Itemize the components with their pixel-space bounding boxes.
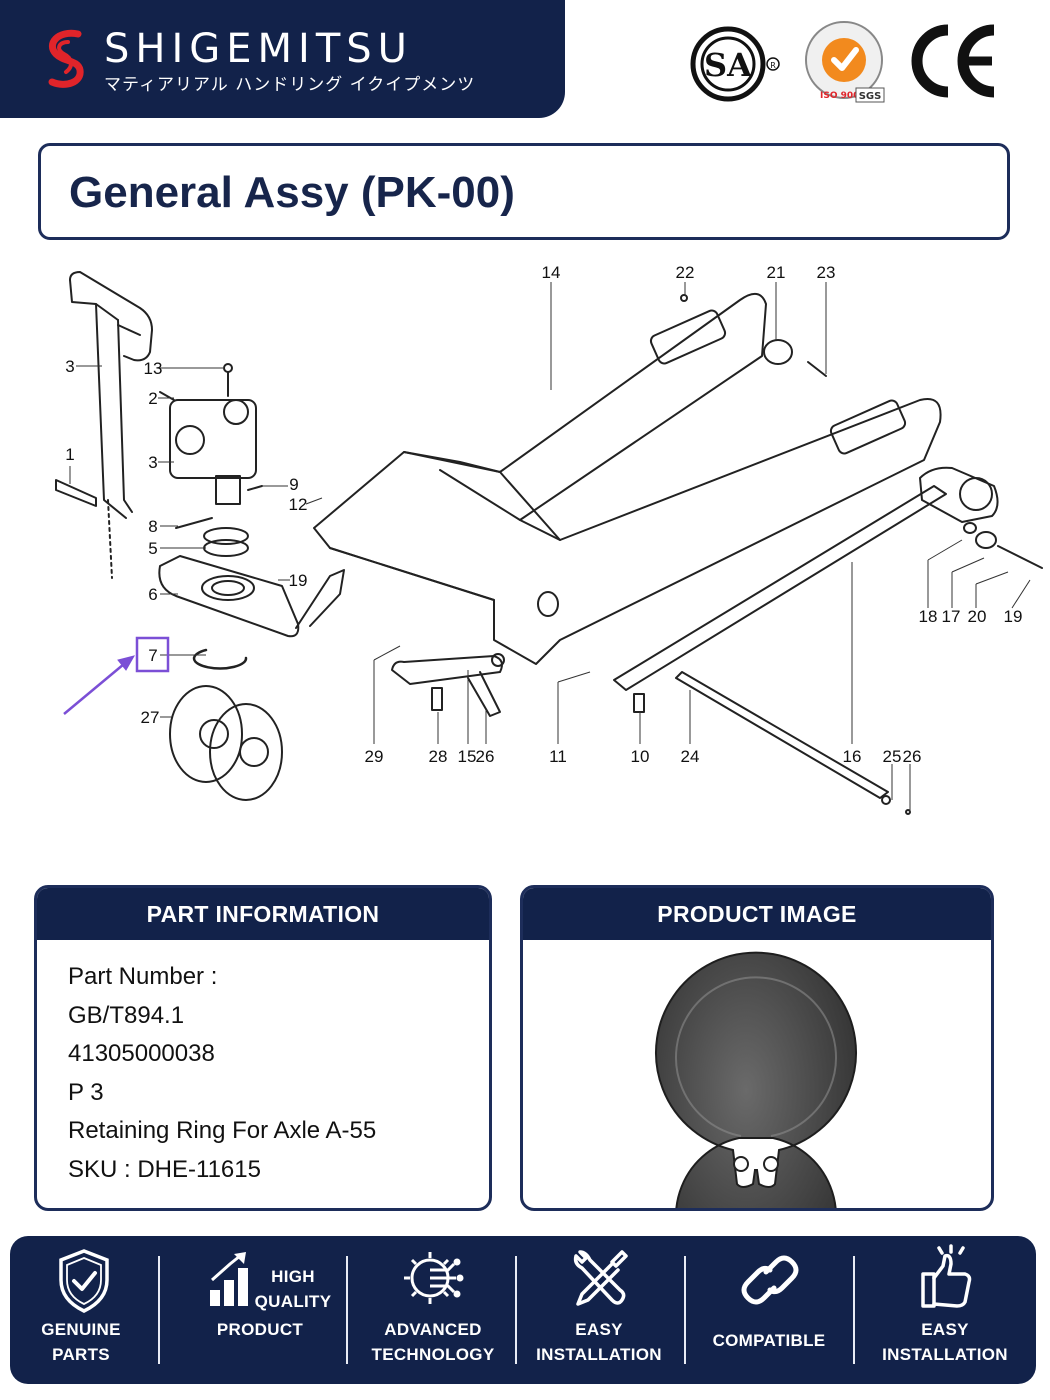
- callout-1: 1: [65, 445, 74, 464]
- feature-compatible: COMPATIBLE: [692, 1236, 846, 1384]
- callout-21: 21: [767, 263, 786, 282]
- callout-19b: 19: [1004, 607, 1023, 626]
- callout-22: 22: [676, 263, 695, 282]
- sgs-text: SGS: [859, 91, 882, 102]
- page-title: General Assy (PK-00): [69, 168, 515, 217]
- feature-quality-line1: HIGH: [271, 1267, 315, 1286]
- bar-chart-up-icon: [210, 1252, 248, 1306]
- feature-install-line2: INSTALLATION: [536, 1345, 662, 1364]
- feature-divider: [346, 1256, 348, 1364]
- brand-subtitle: マティアリアル ハンドリング イクイプメンツ: [104, 75, 476, 95]
- highlight-arrow: [63, 655, 136, 715]
- feature-genuine-line1: GENUINE: [41, 1320, 121, 1339]
- brand-logo-icon: [48, 29, 84, 88]
- feature-quality-line2: QUALITY: [254, 1292, 332, 1311]
- callout-2: 2: [148, 389, 157, 408]
- highlight-box: [135, 636, 170, 673]
- callout-6: 6: [148, 585, 157, 604]
- callout-3: 3: [65, 357, 74, 376]
- callout-27: 27: [141, 708, 160, 727]
- feature-advanced-technology: ADVANCED TECHNOLOGY: [354, 1236, 512, 1384]
- feature-easy-installation-tools: EASY INSTALLATION: [522, 1236, 676, 1384]
- product-image-heading: PRODUCT IMAGE: [523, 888, 991, 940]
- feature-quality-line3: PRODUCT: [216, 1320, 304, 1339]
- gear-circuit-icon: [404, 1252, 464, 1304]
- csa-certification-icon: SA R: [690, 26, 780, 102]
- callout-3b: 3: [148, 453, 157, 472]
- feature-divider: [853, 1256, 855, 1364]
- callout-8: 8: [148, 517, 157, 536]
- callout-15: 15: [458, 747, 477, 766]
- part-information-panel: PART INFORMATION Part Number : GB/T894.1…: [34, 885, 492, 1211]
- retaining-ring-icon: [655, 951, 857, 1208]
- callout-20: 20: [968, 607, 987, 626]
- part-code: 41305000038: [68, 1040, 215, 1067]
- feature-high-quality-product: HIGH QUALITY PRODUCT: [180, 1236, 340, 1384]
- feature-divider: [515, 1256, 517, 1364]
- iso-9001-sgs-certification-icon: ISO 9001 SGS: [805, 21, 885, 103]
- part-page: P 3: [68, 1078, 104, 1106]
- part-description: Retaining Ring For Axle A-55: [68, 1117, 377, 1144]
- title-box: General Assy (PK-00): [38, 143, 1010, 240]
- part-information-heading: PART INFORMATION: [37, 888, 489, 940]
- feature-compatible-line1: COMPATIBLE: [712, 1331, 826, 1350]
- feature-tech-line2: TECHNOLOGY: [371, 1345, 495, 1364]
- callout-28: 28: [429, 747, 448, 766]
- feature-install-line1: EASY: [575, 1320, 623, 1339]
- feature-tech-line1: ADVANCED: [384, 1320, 482, 1339]
- callout-12: 12: [289, 495, 308, 514]
- svg-text:R: R: [770, 61, 776, 70]
- feature-easy-installation-thumb: EASY INSTALLATION: [862, 1236, 1028, 1384]
- feature-divider: [684, 1256, 686, 1364]
- brand-header: SHIGEMITSU マティアリアル ハンドリング イクイプメンツ: [0, 0, 565, 118]
- feature-divider: [158, 1256, 160, 1364]
- callout-9: 9: [289, 475, 298, 494]
- callout-10: 10: [631, 747, 650, 766]
- iso-text: ISO 9001: [820, 91, 866, 101]
- ce-certification-icon: [911, 24, 995, 98]
- callout-24: 24: [681, 747, 700, 766]
- svg-text:SA: SA: [704, 46, 753, 84]
- part-standard: GB/T894.1: [68, 1001, 185, 1029]
- feature-genuine-parts: GENUINE PARTS: [20, 1236, 142, 1384]
- shield-check-icon: [59, 1249, 109, 1313]
- callout-16: 16: [843, 747, 862, 766]
- feature-thumb-line1: EASY: [921, 1320, 969, 1339]
- callout-19: 19: [289, 571, 308, 590]
- brand-name: SHIGEMITSU: [104, 26, 413, 72]
- part-sku: SKU : DHE-11615: [68, 1155, 261, 1183]
- features-bar: GENUINE PARTS HIGH QUALITY PRODUCT ADVAN…: [10, 1236, 1036, 1384]
- part-number-label: Part Number :: [68, 963, 218, 990]
- callout-13: 13: [144, 359, 163, 378]
- feature-genuine-line2: PARTS: [52, 1345, 110, 1364]
- callout-14: 14: [542, 263, 561, 282]
- callout-7: 7: [148, 646, 157, 665]
- callout-26: 26: [476, 747, 495, 766]
- wrench-screwdriver-icon: [573, 1250, 628, 1306]
- thumbs-up-icon: [921, 1244, 972, 1308]
- feature-thumb-line2: INSTALLATION: [882, 1345, 1008, 1364]
- callout-17: 17: [942, 607, 961, 626]
- exploded-assembly-diagram: 14 22 21 23 3 13 2 3 1 9 12 8 5 19 6 7 2…: [55, 263, 1043, 815]
- callout-18: 18: [919, 607, 938, 626]
- callout-5: 5: [148, 539, 157, 558]
- product-image-panel: PRODUCT IMAGE: [520, 885, 994, 1211]
- callout-29: 29: [365, 747, 384, 766]
- chain-link-icon: [741, 1255, 799, 1305]
- callout-26b: 26: [903, 747, 922, 766]
- callout-25: 25: [883, 747, 902, 766]
- callout-11: 11: [549, 747, 567, 766]
- callout-23: 23: [817, 263, 836, 282]
